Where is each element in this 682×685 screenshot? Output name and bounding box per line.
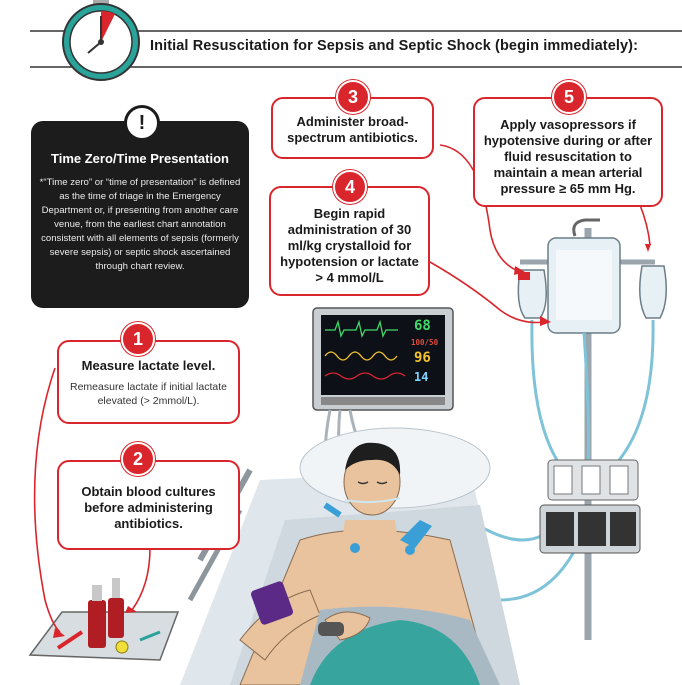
monitor-heart-rate: 68 <box>414 318 431 334</box>
step-2-callout: Obtain blood cultures before administeri… <box>57 460 240 550</box>
stopwatch-icon <box>62 0 140 81</box>
time-zero-definition: *“Time zero” or “time of presentation” i… <box>39 177 241 272</box>
step-3-badge: 3 <box>336 80 370 114</box>
step-2-badge: 2 <box>121 442 155 476</box>
step-5-badge: 5 <box>552 80 586 114</box>
patient-monitor <box>312 307 454 411</box>
monitor-blood-pressure: 100/50 <box>411 338 439 347</box>
iv-bag-crystalloid <box>547 237 621 334</box>
monitor-resp-rate: 14 <box>414 370 429 384</box>
infusion-pumps <box>539 459 641 554</box>
iv-bag-vasopressor <box>639 265 667 319</box>
step-3-heading: Administer broad-spectrum antibiotics. <box>287 114 418 145</box>
step-5-heading: Apply vasopressors if hypotensive during… <box>483 117 653 196</box>
step-1-heading: Measure lactate level. <box>81 358 216 373</box>
step-1-detail: Remeasure lactate if initial lactate ele… <box>70 381 227 407</box>
supply-tray <box>28 578 180 661</box>
patient <box>239 442 500 685</box>
step-1-callout: Measure lactate level. Remeasure lactate… <box>57 340 240 424</box>
iv-bag-antibiotic <box>517 269 547 319</box>
time-zero-card: Time Zero/Time Presentation *“Time zero”… <box>31 121 249 308</box>
step-2-heading: Obtain blood cultures before administeri… <box>81 484 216 531</box>
time-zero-heading: Time Zero/Time Presentation <box>51 151 229 166</box>
arrow-heads <box>53 244 651 638</box>
step-4-badge: 4 <box>333 170 367 204</box>
monitor-spo2: 96 <box>414 350 431 366</box>
step-5-callout: Apply vasopressors if hypotensive during… <box>473 97 663 207</box>
step-4-callout: Begin rapid administration of 30 ml/kg c… <box>269 186 430 296</box>
exclamation-icon: ! <box>124 105 160 141</box>
page-title: Initial Resuscitation for Sepsis and Sep… <box>150 38 639 54</box>
step-1-badge: 1 <box>121 322 155 356</box>
step-arrows <box>33 144 651 633</box>
step-4-heading: Begin rapid administration of 30 ml/kg c… <box>280 206 419 285</box>
